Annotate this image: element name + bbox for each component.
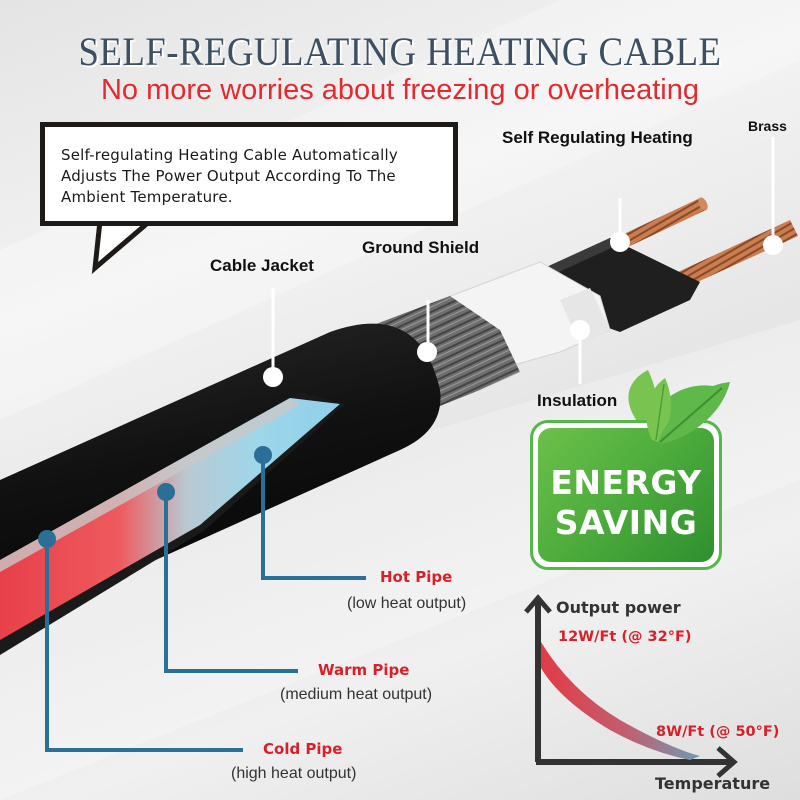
- warm-pipe-title: Warm Pipe: [318, 661, 410, 679]
- label-brass: Brass: [748, 118, 787, 134]
- badge-line-1: ENERGY: [550, 463, 702, 502]
- chart-low-label: 8W/Ft (@ 50°F): [656, 724, 780, 740]
- chart-high-label: 12W/Ft (@ 32°F): [558, 629, 692, 645]
- cold-pipe-subtitle: (high heat output): [231, 765, 357, 782]
- chart-y-axis-label: Output power: [556, 598, 681, 617]
- warm-pipe-subtitle: (medium heat output): [280, 686, 433, 703]
- hot-pipe-subtitle: (low heat output): [347, 595, 467, 612]
- label-insulation: Insulation: [537, 391, 618, 410]
- label-ground-shield: Ground Shield: [362, 238, 480, 257]
- callout-line-2: Adjusts The Power Output According To Th…: [61, 167, 396, 185]
- power-chart: [524, 594, 738, 778]
- callout-line-1: Self-regulating Heating Cable Automatica…: [61, 146, 398, 164]
- label-self-regulating-heating: Self Regulating Heating: [502, 128, 693, 147]
- label-cable-jacket: Cable Jacket: [210, 256, 314, 275]
- page-subtitle: No more worries about freezing or overhe…: [100, 74, 700, 106]
- hot-pipe-title: Hot Pipe: [380, 568, 453, 586]
- badge-line-2: SAVING: [554, 503, 698, 542]
- page-title: SELF-REGULATING HEATING CABLE: [78, 29, 722, 74]
- callout-box: Self-regulating Heating Cable Automatica…: [40, 122, 458, 226]
- callout-line-3: Ambient Temperature.: [61, 188, 233, 206]
- chart-x-axis-label: Temperature: [655, 774, 771, 793]
- leaf-icon: [646, 378, 730, 444]
- energy-saving-badge: ENERGY SAVING: [530, 420, 722, 570]
- cold-pipe-title: Cold Pipe: [263, 740, 343, 758]
